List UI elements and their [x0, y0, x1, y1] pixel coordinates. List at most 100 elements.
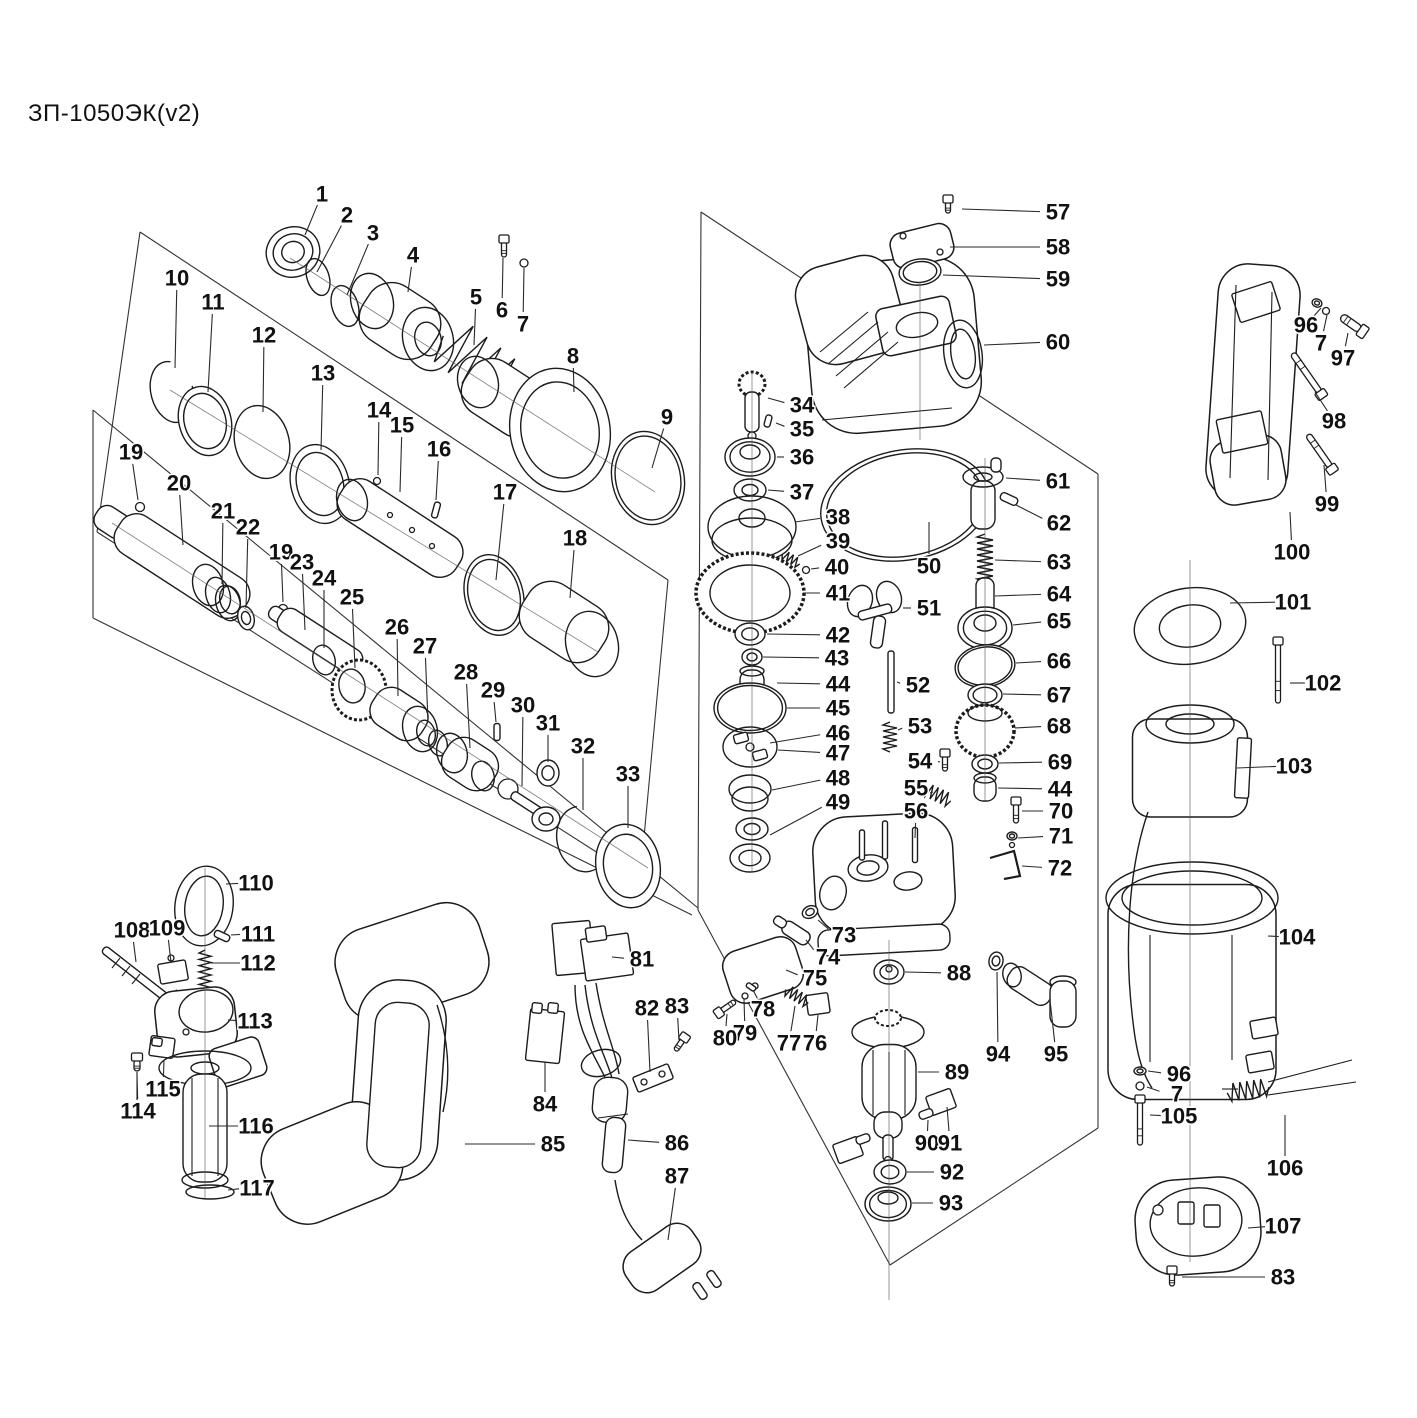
ball-part	[658, 1070, 666, 1078]
part-label-40: 40	[825, 555, 849, 580]
block-part	[1231, 281, 1281, 323]
leader-line	[810, 567, 820, 570]
part-label-108: 108	[114, 918, 151, 943]
leader-line	[1322, 314, 1328, 332]
ellipse-part	[435, 732, 469, 774]
part-label-59: 59	[1046, 267, 1070, 292]
ring-part	[898, 258, 942, 286]
leader-line	[174, 289, 178, 369]
part-label-104: 104	[1279, 925, 1316, 950]
part-label-17: 17	[493, 480, 517, 505]
part-label-38: 38	[826, 505, 850, 530]
leader-line	[1236, 765, 1277, 769]
ellipse-part	[233, 404, 291, 480]
cylinder-part	[358, 281, 442, 361]
ellipse-part	[949, 328, 977, 380]
ellipse-part	[470, 760, 496, 792]
leader-line	[132, 463, 139, 501]
part-label-14: 14	[367, 398, 392, 423]
ellipse-part	[204, 576, 232, 614]
leader-line	[407, 266, 412, 293]
detail-line	[131, 973, 141, 985]
leader-line	[1014, 725, 1042, 729]
part-label-47: 47	[826, 741, 850, 766]
cylinder-part	[213, 929, 231, 943]
leader-line	[994, 559, 1042, 563]
block-part	[1245, 1050, 1275, 1074]
axis-line	[289, 257, 656, 493]
part-label-26: 26	[385, 615, 409, 640]
ellipse-part	[272, 233, 314, 271]
leader-line	[1049, 999, 1056, 1043]
group-outline	[639, 579, 669, 881]
leader-line	[627, 1139, 660, 1143]
leader-line	[651, 428, 665, 469]
part-label-76: 76	[803, 1031, 827, 1056]
ring-part	[724, 437, 776, 477]
detail-line	[1267, 1081, 1357, 1096]
ellipse-part	[214, 584, 242, 622]
ring-part	[536, 759, 560, 787]
ball-part	[1152, 1204, 1164, 1216]
leader-line	[136, 1074, 139, 1100]
group-outline	[697, 211, 702, 911]
part-label-34: 34	[790, 393, 815, 418]
ring-part	[729, 441, 771, 473]
part-label-116: 116	[238, 1114, 274, 1139]
part-label-98: 98	[1322, 409, 1346, 434]
leader-line	[230, 933, 241, 936]
part-label-95: 95	[1044, 1042, 1068, 1067]
part-label-5: 5	[470, 285, 482, 310]
ellipse-part	[1105, 861, 1279, 935]
leader-line	[162, 1059, 165, 1078]
ring-part	[729, 843, 771, 873]
part-label-78: 78	[751, 997, 775, 1022]
part-label-99: 99	[1315, 492, 1339, 517]
leader-line	[771, 779, 821, 791]
ring-part	[988, 951, 1004, 971]
leader-line	[262, 346, 265, 413]
leader-line	[493, 701, 497, 723]
part-label-2: 2	[341, 203, 353, 228]
ellipse-part	[564, 610, 620, 678]
spring-part	[1226, 1078, 1270, 1104]
leader-line	[207, 313, 213, 393]
screw-part	[1010, 796, 1022, 824]
part-label-3: 3	[367, 221, 379, 246]
leader-line	[914, 822, 917, 839]
leader-line	[677, 1017, 680, 1041]
screw-part	[944, 201, 952, 214]
leader-line	[167, 939, 172, 963]
ellipse-part	[856, 860, 880, 876]
leader-line	[815, 1014, 819, 1032]
part-label-117: 117	[239, 1176, 275, 1201]
cylinder-part	[1049, 980, 1077, 1028]
screw-part	[500, 241, 508, 258]
leader-line	[647, 1019, 651, 1073]
screw-part	[1306, 433, 1339, 476]
screw-part	[1010, 796, 1022, 806]
cylinder-part	[493, 722, 501, 742]
leader-line	[904, 971, 942, 974]
block-part	[1177, 1201, 1195, 1225]
leader-line	[351, 608, 356, 669]
part-label-32: 32	[571, 734, 595, 759]
part-label-15: 15	[390, 413, 414, 438]
part-label-85: 85	[541, 1132, 565, 1157]
ball-part	[408, 526, 416, 534]
leader-line	[1012, 621, 1042, 626]
leader-line	[572, 367, 575, 393]
leader-line	[1344, 332, 1349, 347]
ellipse-part	[185, 1184, 235, 1200]
detail-line	[1267, 1059, 1353, 1083]
part-label-35: 35	[790, 417, 814, 442]
part-label-84: 84	[533, 1092, 558, 1117]
ball-part	[134, 501, 146, 513]
part-label-74: 74	[816, 945, 841, 970]
part-label-72: 72	[1048, 856, 1072, 881]
block-part	[632, 1063, 674, 1093]
leader-line	[1313, 307, 1322, 317]
part-label-30: 30	[511, 693, 535, 718]
ellipse-part	[349, 272, 395, 330]
